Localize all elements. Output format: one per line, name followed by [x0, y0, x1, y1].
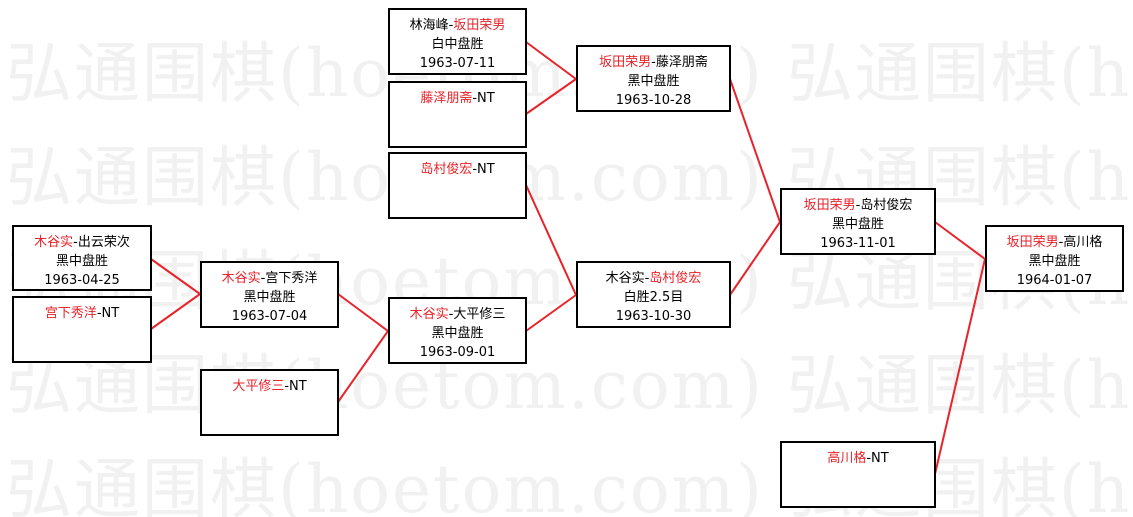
winner-name: 坂田荣男 — [453, 18, 506, 33]
match-box: 坂田荣男-岛村俊宏 黑中盘胜 1963-11-01 — [780, 188, 936, 255]
winner-name: 坂田荣男 — [1006, 235, 1059, 250]
match-box: 木谷实-大平修三 黑中盘胜 1963-09-01 — [388, 297, 527, 364]
connector-line — [525, 184, 577, 296]
match-box: 岛村俊宏-NT — [388, 152, 527, 219]
match-date: 1963-10-28 — [615, 93, 692, 108]
opponent-name: -NT — [472, 91, 495, 106]
connector-line — [729, 78, 781, 223]
watermark-text: 弘通围棋(hoetom.com) 弘通围棋(hoetom — [6, 347, 1133, 424]
winner-name: 木谷实 — [409, 307, 449, 322]
opponent-name: -NT — [866, 451, 889, 466]
match-players: 林海峰-坂田荣男 — [390, 16, 525, 35]
connector-line — [525, 78, 577, 115]
match-players: 坂田荣男-高川格 — [987, 233, 1122, 252]
watermark-text: 弘通围棋(hoetom.com) 弘通围棋(hoetom — [6, 451, 1133, 517]
match-players: 木谷实-出云荣次 — [14, 233, 150, 252]
match-players: 宫下秀洋-NT — [14, 304, 150, 323]
winner-name: 木谷实 — [221, 271, 261, 286]
winner-name: 坂田荣男 — [599, 55, 652, 70]
winner-name: 大平修三 — [232, 379, 285, 394]
match-date: 1963-07-11 — [419, 56, 496, 71]
match-box: 藤泽朋斋-NT — [388, 81, 527, 148]
connector-line — [337, 330, 389, 403]
match-result: 黑中盘胜 — [431, 326, 484, 341]
connector-line — [150, 293, 201, 330]
match-date: 1963-04-25 — [44, 273, 120, 288]
opponent-name: -NT — [472, 162, 495, 177]
opponent-name: -NT — [96, 306, 120, 321]
opponent-name: 林海峰- — [409, 18, 454, 33]
match-box: 坂田荣男-藤泽朋斋 黑中盘胜 1963-10-28 — [576, 45, 731, 112]
match-box: 宫下秀洋-NT — [12, 296, 152, 363]
match-result: 黑中盘胜 — [55, 254, 108, 269]
match-date: 1963-09-01 — [419, 345, 496, 360]
match-box: 高川格-NT — [780, 441, 936, 508]
match-box: 木谷实-出云荣次 黑中盘胜 1963-04-25 — [12, 225, 152, 291]
match-box: 大平修三-NT — [200, 369, 339, 436]
opponent-name: -岛村俊宏 — [855, 198, 913, 213]
connector-line — [150, 258, 201, 295]
match-players: 大平修三-NT — [202, 377, 337, 396]
connector-line — [525, 41, 577, 80]
connector-line — [934, 258, 986, 475]
match-result: 黑中盘胜 — [243, 290, 296, 305]
winner-name: 高川格 — [827, 451, 867, 466]
opponent-name: -大平修三 — [448, 307, 506, 322]
match-players: 岛村俊宏-NT — [390, 160, 525, 179]
opponent-name: -藤泽朋斋 — [651, 55, 708, 70]
match-box: 林海峰-坂田荣男 白中盘胜 1963-07-11 — [388, 8, 527, 75]
connector-line — [525, 294, 577, 332]
connector-line — [934, 221, 986, 260]
winner-name: 坂田荣男 — [803, 198, 856, 213]
match-box: 木谷实-宫下秀洋 黑中盘胜 1963-07-04 — [200, 261, 339, 328]
match-players: 木谷实-岛村俊宏 — [578, 269, 729, 288]
match-result: 黑中盘胜 — [831, 217, 884, 232]
match-players: 藤泽朋斋-NT — [390, 89, 525, 108]
winner-name: 岛村俊宏 — [649, 271, 702, 286]
match-box: 坂田荣男-高川格 黑中盘胜 1964-01-07 — [985, 225, 1124, 292]
winner-name: 藤泽朋斋 — [420, 91, 473, 106]
winner-name: 木谷实 — [34, 235, 74, 250]
opponent-name: -NT — [284, 379, 307, 394]
match-players: 木谷实-大平修三 — [390, 305, 525, 324]
watermark-text: 弘通围棋(hoetom.com) 弘通围棋(hoetom — [6, 139, 1133, 216]
opponent-name: 木谷实- — [605, 271, 650, 286]
match-date: 1963-10-30 — [615, 309, 692, 324]
match-players: 木谷实-宫下秀洋 — [202, 269, 337, 288]
match-date: 1963-11-01 — [820, 236, 896, 251]
match-date: 1963-07-04 — [231, 309, 308, 324]
winner-name: 岛村俊宏 — [420, 162, 473, 177]
match-players: 坂田荣男-藤泽朋斋 — [578, 53, 729, 72]
winner-name: 宫下秀洋 — [44, 306, 97, 321]
match-result: 白胜2.5目 — [623, 290, 684, 305]
match-date: 1964-01-07 — [1016, 273, 1093, 288]
match-result: 白中盘胜 — [431, 37, 484, 52]
match-result: 黑中盘胜 — [1028, 254, 1081, 269]
match-players: 高川格-NT — [782, 449, 934, 468]
opponent-name: -出云荣次 — [73, 235, 130, 250]
opponent-name: -宫下秀洋 — [260, 271, 318, 286]
match-players: 坂田荣男-岛村俊宏 — [782, 196, 934, 215]
opponent-name: -高川格 — [1058, 235, 1103, 250]
connector-line — [337, 293, 389, 332]
match-result: 黑中盘胜 — [627, 74, 680, 89]
connector-line — [729, 221, 781, 296]
match-box: 木谷实-岛村俊宏 白胜2.5目 1963-10-30 — [576, 261, 731, 328]
